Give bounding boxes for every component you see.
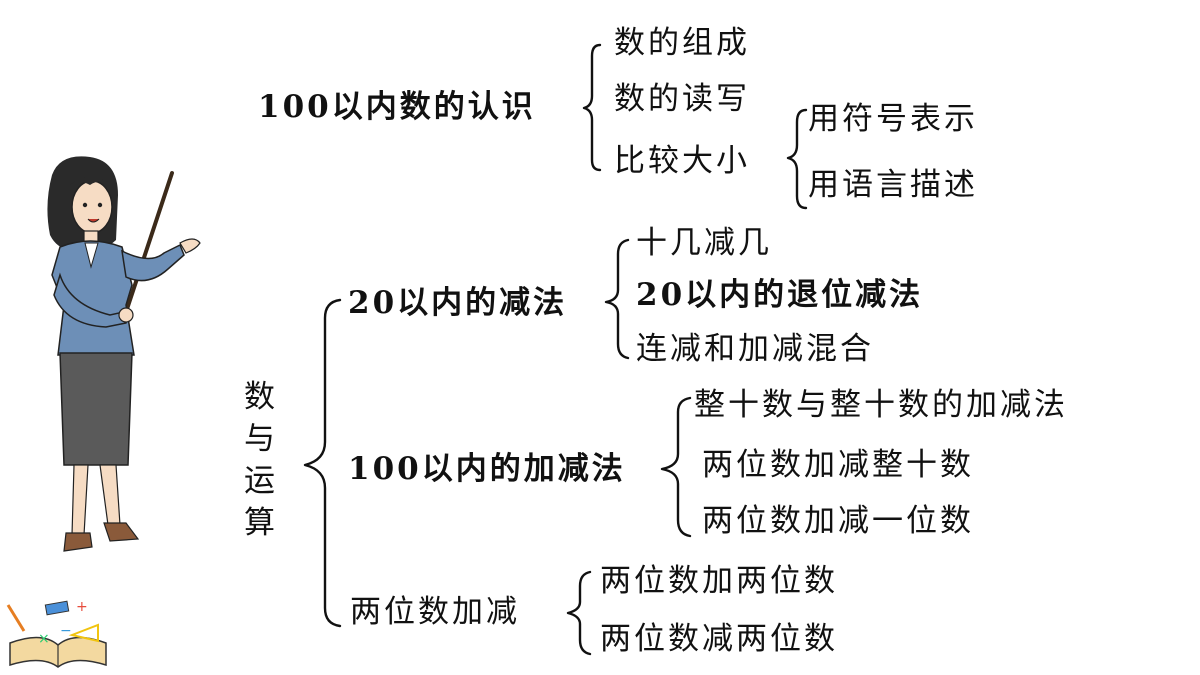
branch-child: 两位数加两位数 — [600, 563, 838, 599]
bracket-root — [303, 298, 342, 628]
root-char: 与 — [244, 421, 275, 457]
compare-child: 用符号表示 — [808, 101, 978, 137]
svg-text:×: × — [38, 631, 50, 647]
branch-label: 20以内的减法 — [348, 285, 568, 321]
svg-text:+: + — [76, 599, 88, 615]
branch-child: 连减和加减混合 — [636, 331, 874, 367]
branch-child: 整十数与整十数的加减法 — [694, 387, 1068, 423]
branch-label: 100以内的加减法 — [348, 451, 626, 487]
topic-child: 数的读写 — [614, 81, 750, 117]
root-label: 数 与 运 算 — [244, 382, 275, 550]
teacher-illustration — [47, 156, 201, 552]
svg-text:−: − — [60, 623, 72, 639]
branch-child: 两位数加减整十数 — [702, 447, 974, 483]
root-char: 算 — [244, 505, 275, 541]
bracket-compare — [786, 108, 808, 210]
bracket-top-topic — [582, 43, 602, 172]
root-char: 运 — [244, 463, 275, 499]
bracket-branch-3 — [566, 570, 592, 656]
branch-child: 十几减几 — [636, 225, 772, 261]
compare-child: 用语言描述 — [808, 167, 978, 203]
branch-child: 两位数减两位数 — [600, 621, 838, 657]
bracket-branch-2 — [660, 396, 692, 538]
topic-number-recognition: 100以内数的认识 — [258, 89, 536, 125]
root-char: 数 — [244, 379, 275, 415]
branch-label: 两位数加减 — [350, 594, 520, 630]
branch-child: 两位数加减一位数 — [702, 503, 974, 539]
topic-child: 比较大小 — [614, 143, 750, 179]
bracket-branch-1 — [604, 238, 630, 360]
branch-child: 20以内的退位减法 — [636, 277, 924, 313]
topic-child: 数的组成 — [614, 25, 750, 61]
book-illustration: + × − — [6, 599, 107, 668]
